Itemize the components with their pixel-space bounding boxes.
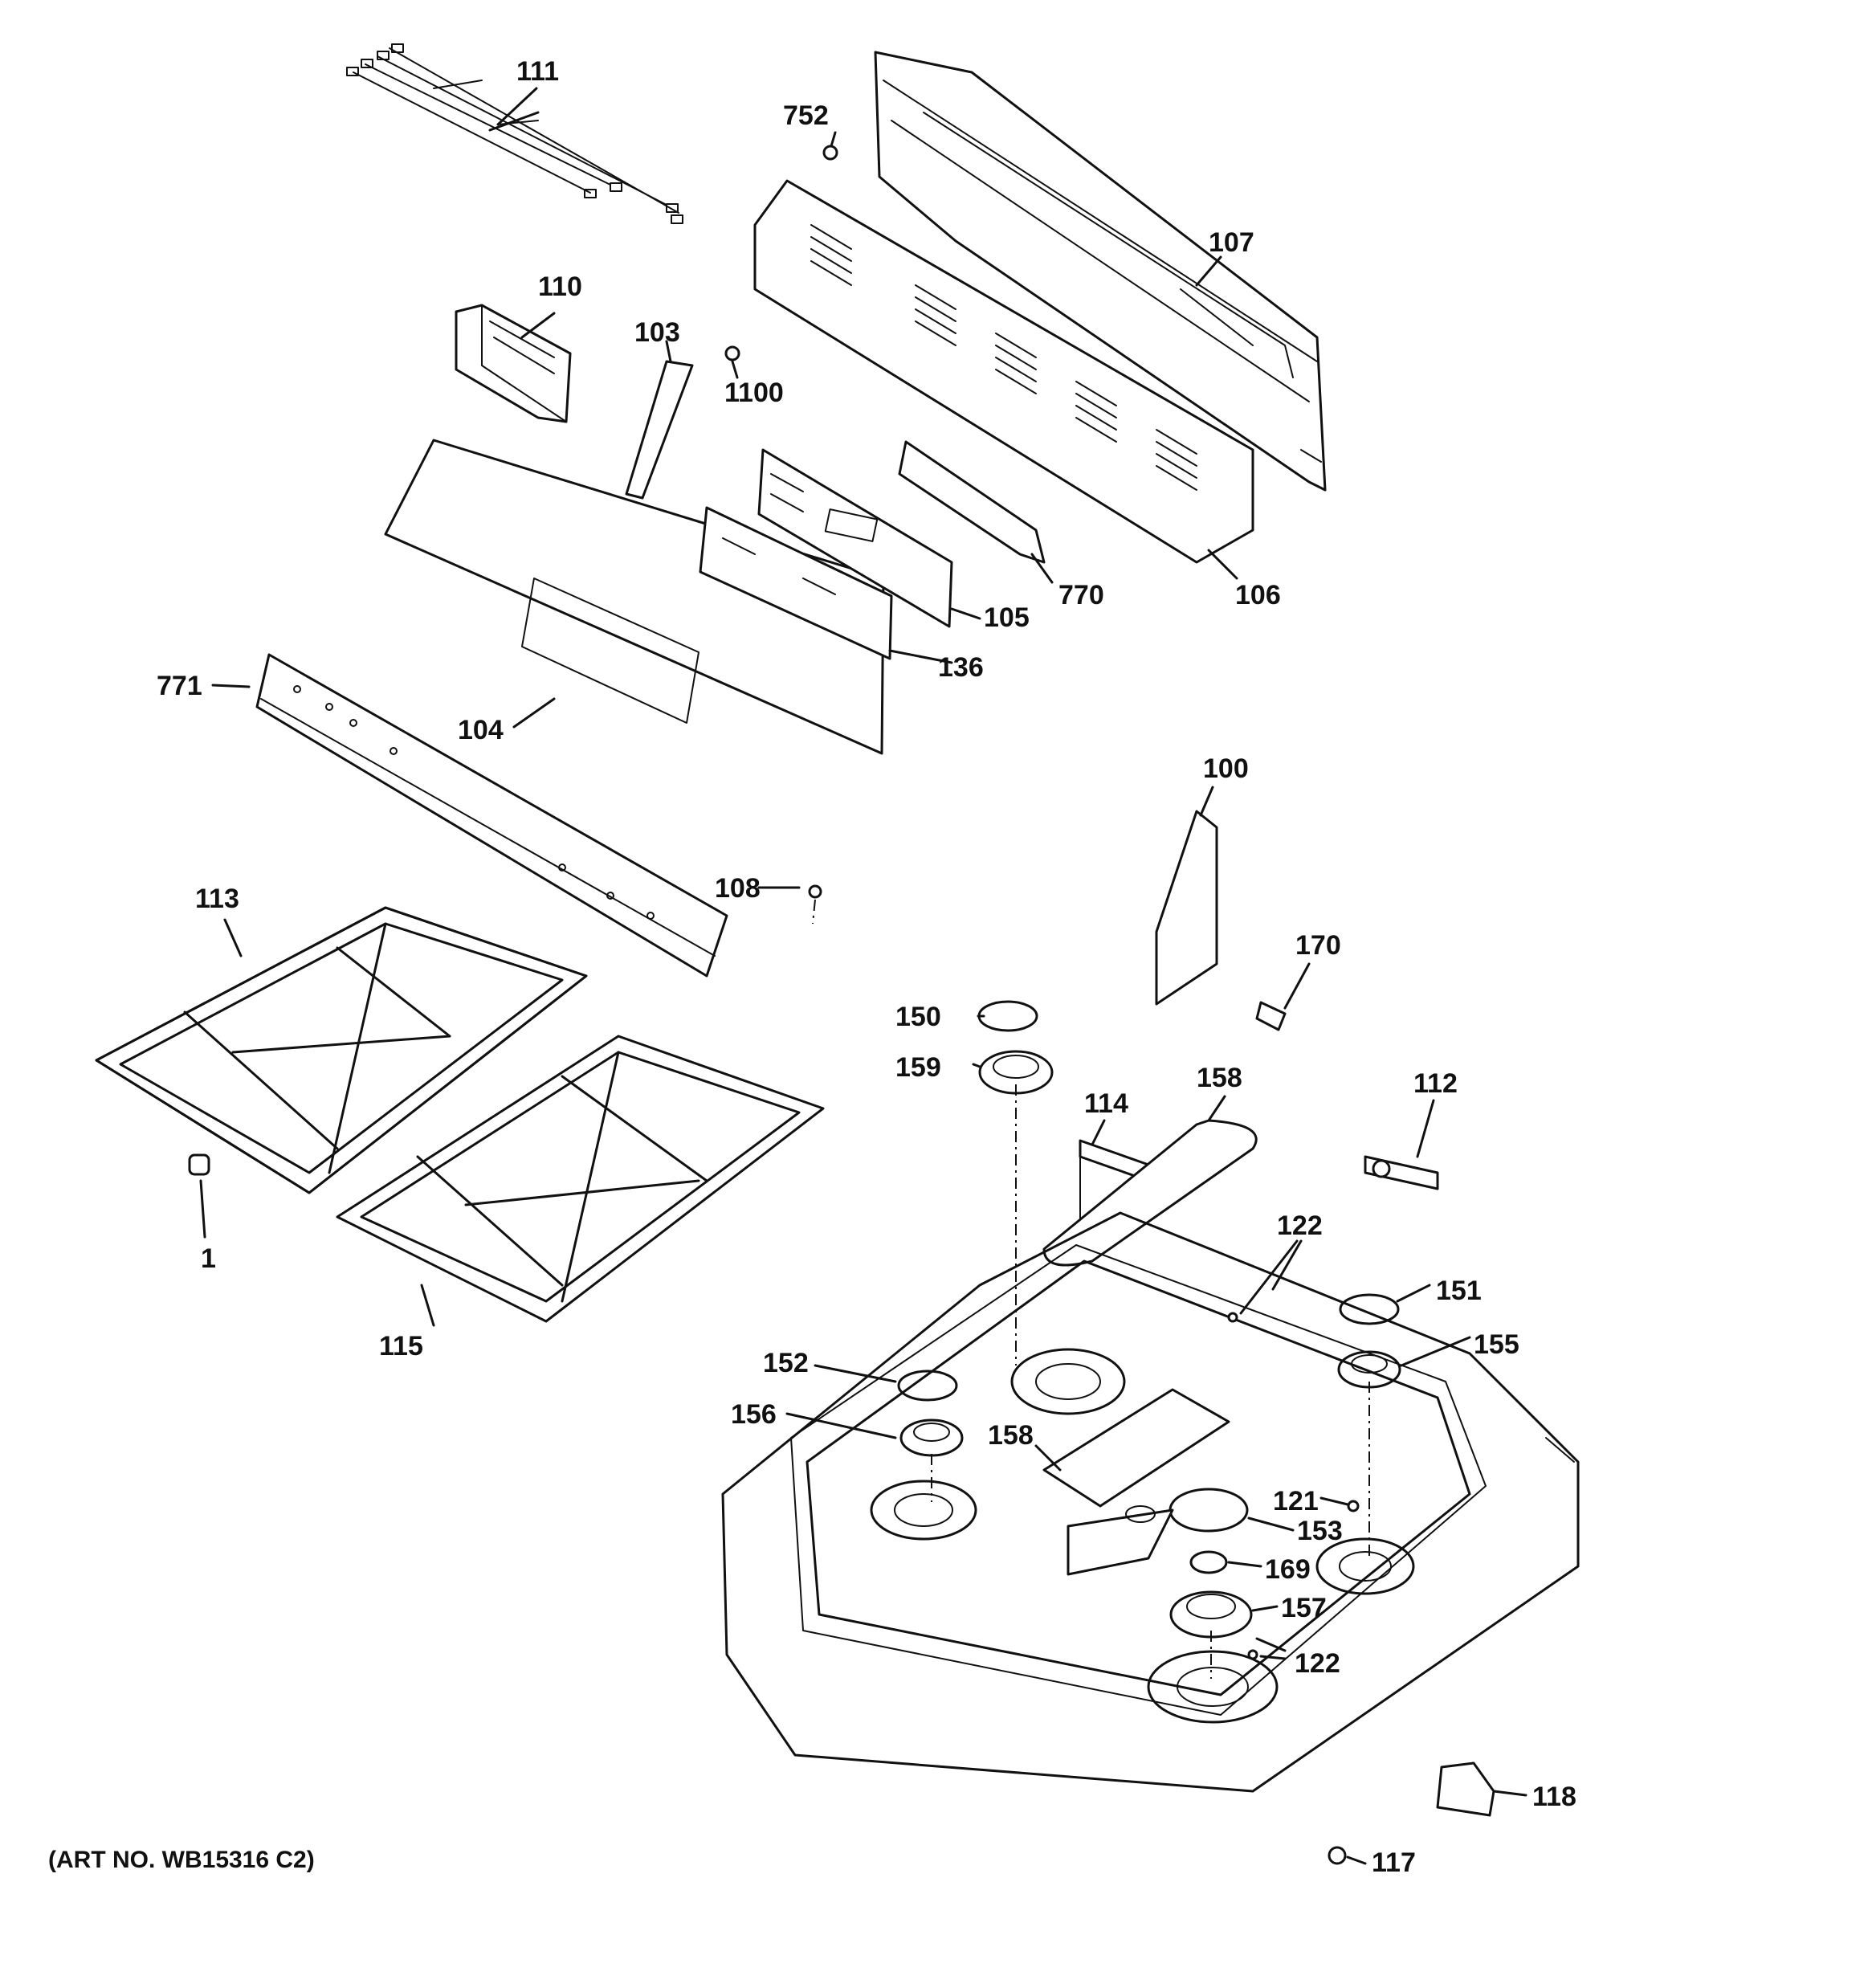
burner-cap-150	[977, 1000, 1038, 1032]
label-103: 103	[634, 317, 680, 348]
label-157: 157	[1281, 1593, 1327, 1623]
label-104: 104	[458, 715, 504, 745]
left-grate-part	[95, 906, 588, 1194]
label-159: 159	[895, 1052, 941, 1083]
foot-1	[188, 1153, 210, 1176]
cooktop-part	[721, 1211, 1580, 1793]
burner-169	[1189, 1550, 1228, 1574]
label-114: 114	[1084, 1088, 1128, 1119]
label-105: 105	[984, 602, 1030, 633]
burner-head-156	[899, 1419, 964, 1457]
harness-cover-770	[898, 440, 1046, 564]
label-100: 100	[1203, 753, 1249, 784]
screw-170	[1255, 1001, 1287, 1031]
label-152: 152	[763, 1348, 809, 1378]
wire-harness-part	[346, 43, 683, 224]
label-122b: 122	[1295, 1648, 1340, 1679]
nut-117	[1328, 1846, 1347, 1865]
label-170: 170	[1295, 930, 1341, 961]
burner-cap-152	[897, 1370, 958, 1402]
label-121: 121	[1273, 1486, 1319, 1517]
callout-labels: 111 752 107 110 103 1100 105 770 106 136…	[157, 56, 1576, 1878]
label-110: 110	[538, 271, 582, 302]
label-752: 752	[783, 100, 829, 131]
relay-board-part	[455, 304, 572, 423]
leader-lines	[199, 87, 1527, 1865]
alignment-lines	[812, 899, 1370, 1679]
label-107: 107	[1209, 227, 1254, 258]
burner-cap-153	[1169, 1488, 1249, 1533]
art-number-caption: (ART NO. WB15316 C2)	[48, 1847, 315, 1873]
screw-1100	[724, 345, 740, 361]
label-770: 770	[1058, 580, 1104, 610]
label-111: 111	[516, 56, 559, 87]
vent-slots	[810, 224, 1197, 491]
screws-122	[1227, 1312, 1258, 1660]
burner-head-157	[1169, 1590, 1253, 1639]
label-1100: 1100	[724, 378, 784, 408]
label-156: 156	[731, 1399, 777, 1430]
label-158b: 158	[988, 1420, 1034, 1451]
bracket-103	[625, 360, 694, 500]
label-771: 771	[157, 671, 202, 701]
label-108: 108	[715, 873, 761, 904]
screw-752	[822, 145, 838, 161]
side-bracket-100	[1155, 810, 1218, 1006]
label-158: 158	[1197, 1063, 1242, 1093]
label-106: 106	[1235, 580, 1281, 610]
label-1: 1	[201, 1243, 216, 1274]
label-155: 155	[1474, 1329, 1519, 1360]
label-122: 122	[1277, 1210, 1323, 1241]
label-169: 169	[1265, 1554, 1311, 1585]
label-115: 115	[379, 1331, 423, 1361]
control-panel-back-part	[753, 179, 1254, 564]
right-grate-part	[336, 1035, 825, 1323]
valve-bracket-112	[1364, 1155, 1439, 1190]
label-118: 118	[1532, 1782, 1576, 1812]
label-112: 112	[1413, 1068, 1458, 1099]
end-cap-trim-771	[255, 653, 728, 978]
label-151: 151	[1436, 1276, 1482, 1306]
label-117: 117	[1372, 1847, 1416, 1878]
leg-118	[1436, 1761, 1495, 1817]
burner-cap-151	[1339, 1293, 1400, 1325]
burner-cover-158	[1042, 1119, 1258, 1267]
overlay-136	[699, 506, 893, 660]
screw-121	[1347, 1500, 1360, 1512]
electronic-control-part	[757, 448, 953, 628]
label-150: 150	[895, 1002, 941, 1032]
rear-panel-part	[874, 51, 1327, 492]
label-136: 136	[938, 652, 984, 683]
screw-108	[808, 884, 822, 899]
label-153: 153	[1297, 1516, 1343, 1546]
label-113: 113	[195, 884, 239, 914]
